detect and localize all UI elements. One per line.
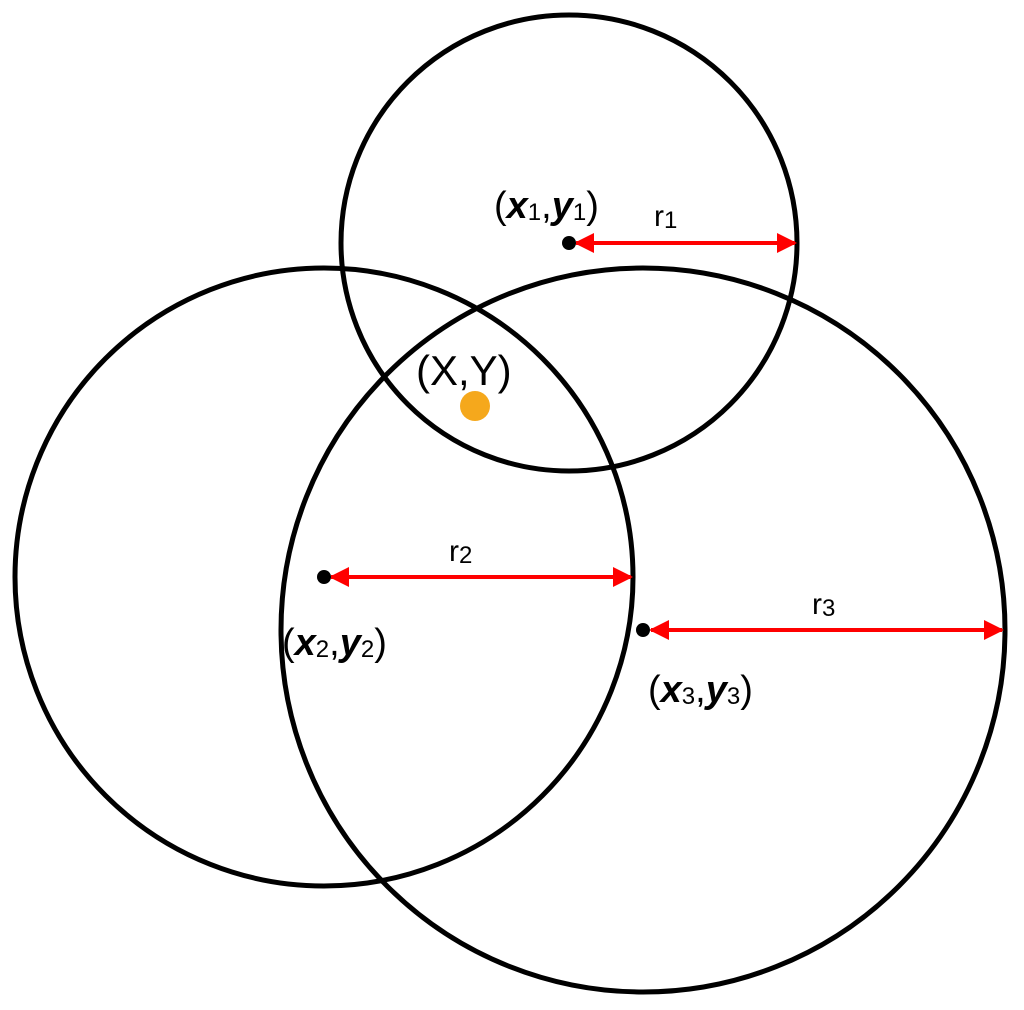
center-label-2: (x2,y2) [282,622,387,664]
target-point [460,391,490,421]
center-point-1 [562,236,576,250]
target-label: (X,Y) [416,347,512,394]
center-point-2 [317,570,331,584]
circle-3 [278,265,1008,995]
radius-label-1: r1 [654,200,677,234]
center-point-3 [636,623,650,637]
center-label-1: (x1,y1) [494,185,599,227]
radius-label-3: r3 [812,588,835,622]
center-label-3: (x3,y3) [648,669,753,711]
radius-label-2: r2 [449,535,472,569]
circle-2 [12,265,636,889]
circle-1 [338,12,800,474]
